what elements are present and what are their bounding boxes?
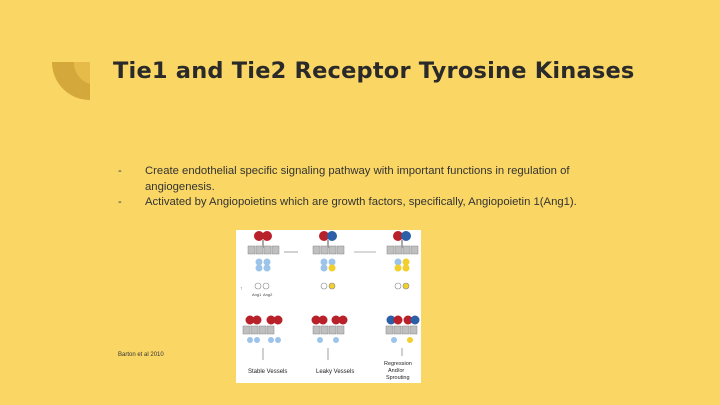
bullet-marker: - (118, 165, 122, 177)
regression-label: Regression (384, 361, 412, 367)
bullet-marker: - (118, 196, 122, 208)
svg-text:↑: ↑ (240, 286, 243, 292)
svg-text:Ang1: Ang1 (252, 292, 262, 297)
signaling-diagram: ↑ Ang1 Ang2 Stable Vessels Leaky Vessels… (240, 231, 420, 381)
receptor-complex-2 (312, 231, 345, 272)
and-or-label: And/or (388, 368, 404, 374)
sprouting-label: Sprouting (386, 375, 410, 381)
stable-vessels-label: Stable Vessels (248, 369, 287, 375)
bullet-item: - Create endothelial specific signaling … (118, 164, 638, 195)
leaky-vessels-label: Leaky Vessels (316, 369, 354, 375)
svg-text:Ang2: Ang2 (263, 292, 273, 297)
ligand-row: ↑ Ang1 Ang2 (240, 282, 410, 297)
slide-title: Tie1 and Tie2 Receptor Tyrosine Kinases (113, 58, 635, 84)
receptor-complex-3 (386, 231, 419, 272)
bullet-list: - Create endothelial specific signaling … (118, 164, 638, 211)
receptor-complex-1 (247, 231, 280, 272)
decorative-quarter-circle (52, 62, 90, 100)
bullet-item: - Activated by Angiopoietins which are g… (118, 195, 638, 211)
bullet-text: Activated by Angiopoietins which are gro… (145, 196, 577, 208)
signaling-diagram-figure: ↑ Ang1 Ang2 Stable Vessels Leaky Vessels… (236, 230, 421, 383)
receptor-row-lower (242, 315, 420, 343)
bullet-text: Create endothelial specific signaling pa… (145, 165, 570, 193)
citation: Barton et al 2010 (118, 352, 164, 358)
